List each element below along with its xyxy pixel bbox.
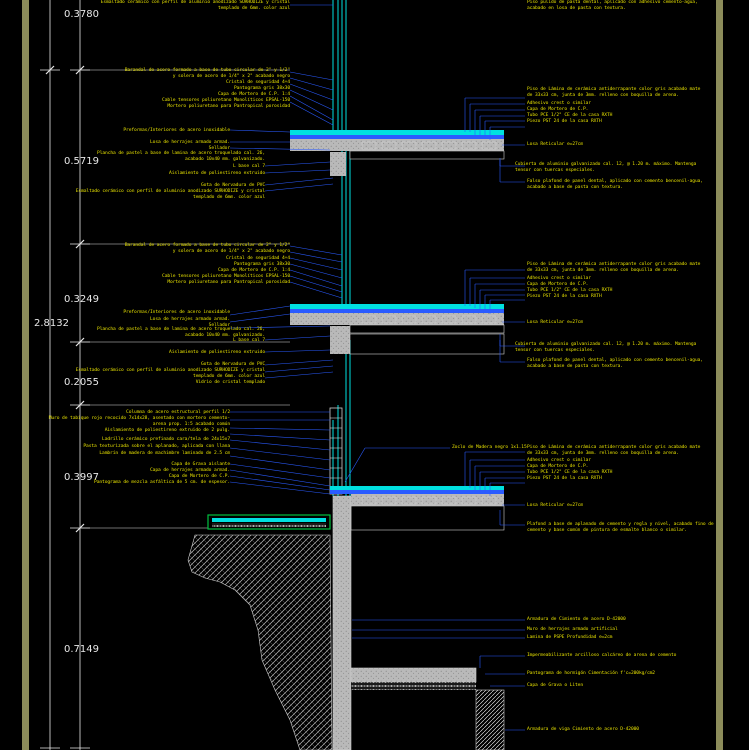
note-right: Tubo PCE 1/2" CE de la casa RXTH bbox=[527, 288, 613, 293]
note-left: Capa de Mortero de C.P. 1:4 bbox=[218, 268, 290, 273]
note-right: Adhesivo crest o similar bbox=[527, 458, 591, 463]
note-right: Piso de Lámina de cerámica antiderrapant… bbox=[527, 262, 701, 273]
dim-segment-2: 0.5719 bbox=[64, 156, 99, 167]
note-left: Aislamiento de poliestireno extruido bbox=[169, 350, 265, 355]
note-left: Mortero poliuretano para Pantropical por… bbox=[167, 104, 290, 109]
note-left: Cristal de seguridad 4+4 bbox=[226, 80, 290, 85]
note-right: Capa de Mortero de C.P. bbox=[527, 282, 589, 287]
note-left: Cristal de seguridad 4+4 bbox=[226, 256, 290, 261]
note-left: Esmaltado cerámico con perfil de alumini… bbox=[75, 368, 265, 379]
note-right: Piezo PST 24 de la casa RXTH bbox=[527, 294, 602, 299]
note-right: Losa Reticular e=27cm bbox=[527, 320, 583, 325]
note-left: Cable tensores poliuretano Monolíticos E… bbox=[162, 274, 290, 279]
note-right: Zoclo de Madera negro 1x1.15 bbox=[452, 445, 527, 450]
note-left: Preformas/Interiores de acero inoxidable bbox=[123, 310, 230, 315]
note-left: Lambrín de madera de machimbre laminado … bbox=[99, 451, 230, 456]
note-right: Lamina de PSPE Profundidad e=2cm bbox=[527, 635, 613, 640]
note-left: Muro de tabique rojo recocido 7x14x28, a… bbox=[48, 416, 230, 427]
note-right: Piso de Lámina de cerámica antiderrapant… bbox=[527, 445, 701, 456]
note-right: Cubierta de aluminio galvanizado cal. 12… bbox=[515, 342, 697, 353]
slab-ground bbox=[330, 486, 505, 531]
note-right: Impermeabilizante arcilloso calcáreo de … bbox=[527, 653, 677, 658]
note-right: Capa de Grava o Liten bbox=[527, 683, 583, 688]
note-left: Barandal de acero formado a base de tubo… bbox=[124, 243, 290, 254]
note-left: Aislamiento de poliestireno extruido de … bbox=[104, 428, 230, 433]
note-left: Pantograma gris 38x30 bbox=[234, 262, 290, 267]
dim-total: 2.8132 bbox=[34, 318, 69, 329]
foundation-wall bbox=[332, 495, 352, 750]
frame-left bbox=[22, 0, 29, 750]
note-left: Sellador bbox=[208, 323, 230, 328]
note-right: Piezo PST 24 de la casa RXTH bbox=[527, 119, 602, 124]
frame-right bbox=[716, 0, 723, 750]
note-left: Plancha de pastel a base de lamina de ac… bbox=[97, 151, 265, 162]
note-left: Capa de Mortero de C.P. 1:4 bbox=[218, 92, 290, 97]
note-left: Gota de Nervadura de PVC bbox=[201, 183, 265, 188]
note-right: Armadura de Cimiento de acero D-42000 bbox=[527, 617, 626, 622]
note-right: Tubo PCE 1/2" CE de la casa RXTH bbox=[527, 470, 613, 475]
note-left: Pantograma gris 38x30 bbox=[234, 86, 290, 91]
note-left: Ladrillo cerámico prefinado cara/tela de… bbox=[102, 437, 230, 442]
note-right: Pantograma de hormigón Cimentación f'c=2… bbox=[527, 671, 655, 676]
note-right: Losa Reticular e=27cm bbox=[527, 503, 583, 508]
basement-slab bbox=[350, 667, 477, 683]
note-left: Mortero poliuretano para Pantropical por… bbox=[167, 280, 290, 285]
facade-structure bbox=[332, 0, 351, 496]
note-left: Gota de Nervadura de PVC bbox=[201, 362, 265, 367]
footing bbox=[475, 689, 505, 750]
slab-level-1 bbox=[290, 130, 505, 176]
note-right: Muro de herrajes armado artificial bbox=[527, 627, 618, 632]
slab-level-2 bbox=[290, 304, 505, 355]
note-right: Capa de Mortero de C.P. bbox=[527, 464, 589, 469]
note-right: Adhesivo crest o similar bbox=[527, 276, 591, 281]
note-left: Capa de herrajes armado armad. bbox=[150, 468, 230, 473]
soil-left bbox=[187, 534, 333, 750]
pavement-finish bbox=[212, 518, 326, 522]
note-left: Preformas/Interiores de acero inoxidable bbox=[123, 128, 230, 133]
note-right: Piso pulido de pasta dental, aplicado co… bbox=[527, 0, 698, 11]
note-left: Plancha de pastel a base de lamina de ac… bbox=[97, 327, 265, 338]
pavement-gravel bbox=[212, 523, 326, 527]
note-left: Pantograma de mezcla asfáltica de 5 cm. … bbox=[94, 480, 230, 485]
dim-segment-4: 0.2055 bbox=[64, 377, 99, 388]
gravel-bed bbox=[351, 682, 476, 690]
dim-segment-1: 0.3780 bbox=[64, 9, 99, 20]
dimension-chain bbox=[40, 0, 90, 750]
note-left: Losa de herrajes armado armad. bbox=[150, 317, 230, 322]
note-left: Losa de herrajes armado armad. bbox=[150, 140, 230, 145]
note-right: Adhesivo crest o similar bbox=[527, 101, 591, 106]
note-left: L base cal 7 bbox=[233, 338, 265, 343]
note-left: Esmaltado cerámico con perfil de alumini… bbox=[75, 189, 265, 200]
note-left: L base cal 7 bbox=[233, 164, 265, 169]
leader-lines bbox=[229, 4, 525, 731]
note-left: Capa de Mortero de C.P. bbox=[168, 474, 230, 479]
note-left: Columna de acero estructural perfil 1/2 bbox=[126, 410, 230, 415]
note-right: Armadura de viga Cimiento de acero D-420… bbox=[527, 727, 639, 732]
note-right: Falso plafond de panel dental, aplicado … bbox=[527, 179, 703, 190]
dim-segment-6: 0.7149 bbox=[64, 644, 99, 655]
note-right: Piezo PST 24 de la casa RXTH bbox=[527, 476, 602, 481]
dim-segment-3: 0.3249 bbox=[64, 294, 99, 305]
note-left: Capa de Grava aislante bbox=[171, 462, 230, 467]
note-right: Piso de Lámina de cerámica antiderrapant… bbox=[527, 87, 701, 98]
dim-segment-5: 0.3997 bbox=[64, 472, 99, 483]
note-right: Capa de Mortero de C.P. bbox=[527, 107, 589, 112]
note-left: Vidrio de cristal templado bbox=[195, 380, 265, 385]
note-left: Aislamiento de poliestireno extruido bbox=[169, 171, 265, 176]
note-left: Sellador bbox=[208, 146, 230, 151]
note-right: Cubierta de aluminio galvanizado cal. 12… bbox=[515, 162, 697, 173]
stair-steps bbox=[330, 417, 342, 479]
note-left: Esmaltado cerámico con perfil de alumini… bbox=[100, 0, 290, 11]
note-right: Plafond a base de aplanado de cemento y … bbox=[527, 522, 714, 533]
note-right: Losa Reticular e=27cm bbox=[527, 142, 583, 147]
note-left: Barandal de acero formado a base de tubo… bbox=[124, 68, 290, 79]
note-left: Cable tensores poliuretano Monolíticos E… bbox=[162, 98, 290, 103]
note-right: Tubo PCE 1/2" CE de la casa RXTH bbox=[527, 113, 613, 118]
note-left: Pasta texturizada sobre el aplanado, apl… bbox=[83, 444, 230, 449]
note-right: Falso plafond de panel dental, aplicado … bbox=[527, 358, 703, 369]
